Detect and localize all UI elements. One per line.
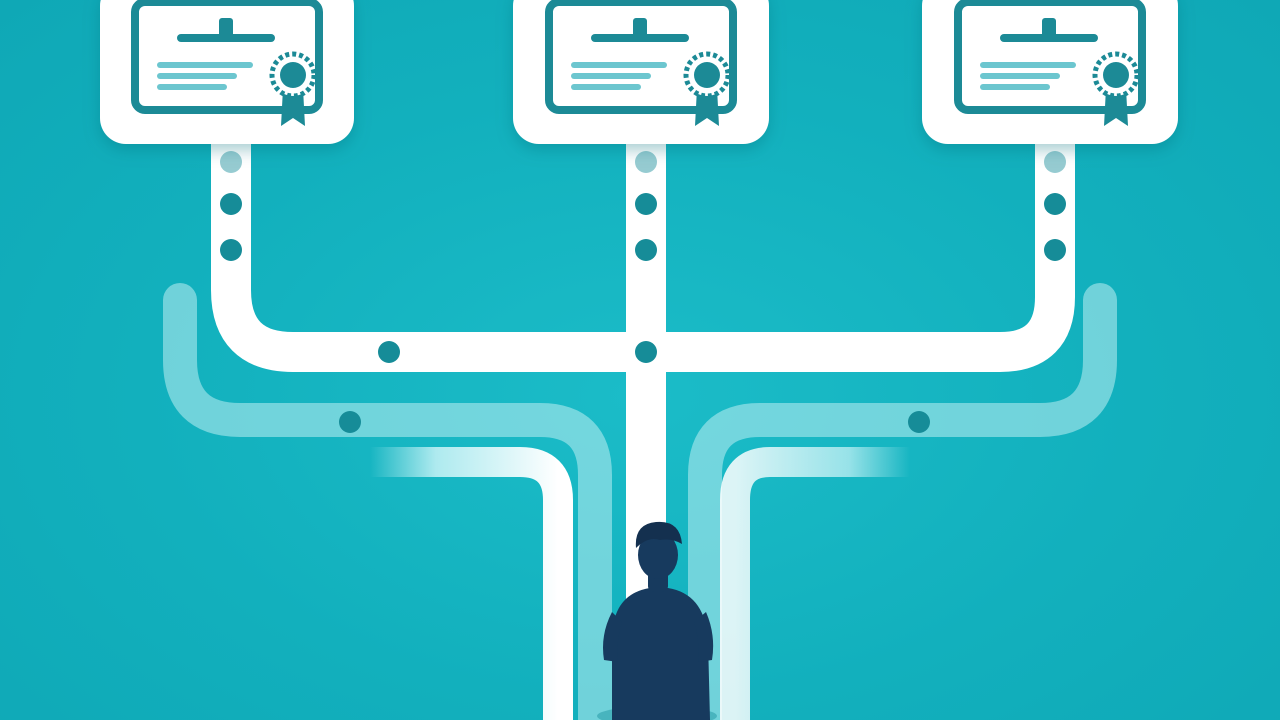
certificate-icon: [545, 0, 737, 114]
ribbon-seal-icon: [1092, 51, 1140, 126]
inner-lanes: [370, 447, 910, 720]
certificate-icon: [131, 0, 323, 114]
certificate-card-right: [922, 0, 1178, 144]
certificate-card-center: [513, 0, 769, 144]
certificate-icon: [954, 0, 1146, 114]
certificate-card-left: [100, 0, 354, 144]
path-markers: [220, 151, 1066, 433]
faded-outer-paths: [163, 283, 1117, 720]
ribbon-seal-icon: [683, 51, 731, 126]
ribbon-seal-icon: [269, 51, 317, 126]
person-figure: [597, 521, 717, 720]
